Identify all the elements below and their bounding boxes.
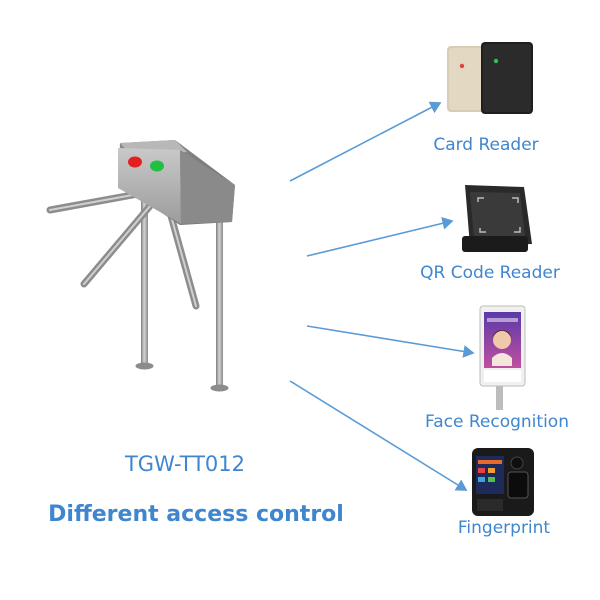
tripod-turnstile-icon: [46, 140, 235, 392]
connection-arrows: [289, 101, 475, 491]
card-reader-icon: [447, 42, 533, 114]
qr-code-reader-label: QR Code Reader: [420, 263, 560, 283]
headline: Different access control: [48, 502, 344, 527]
model-number: TGW-TT012: [124, 452, 246, 476]
arrow-to-qr-code-reader: [306, 217, 454, 257]
fingerprint-reader-icon: [472, 448, 534, 516]
qr-code-reader-icon: [462, 185, 532, 252]
face-recognition-label: Face Recognition: [425, 412, 569, 432]
face-recognition-terminal-icon: [479, 305, 526, 410]
arrow-to-fingerprint: [289, 380, 468, 491]
arrow-to-card-reader: [289, 101, 442, 182]
arrow-to-face-recognition: [306, 325, 475, 358]
card-reader-label: Card Reader: [433, 135, 539, 155]
fingerprint-label: Fingerprint: [457, 518, 551, 538]
